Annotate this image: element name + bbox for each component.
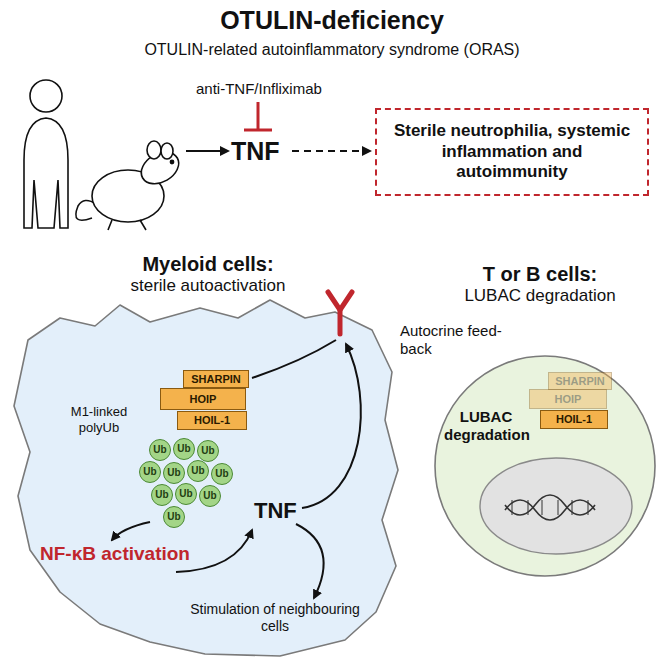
ubiquitin-circle: Ub — [151, 484, 173, 506]
ubiquitin-circle: Ub — [163, 506, 185, 528]
ubiquitin-circle: Ub — [163, 462, 185, 484]
ub-label: Ub — [179, 489, 192, 499]
ubiquitin-circle: Ub — [199, 485, 221, 507]
subunit-label: SHARPIN — [555, 375, 605, 387]
lubac-subunit-box: SHARPIN — [183, 370, 249, 388]
pathway-label: NF-κB activation — [40, 543, 190, 566]
arrow — [112, 522, 150, 540]
heading-bold: T or B cells: — [420, 262, 660, 286]
heading-bold: Myeloid cells: — [8, 252, 408, 276]
dna-helix — [505, 495, 595, 520]
ub-label: Ub — [143, 467, 156, 477]
process-label: LUBAC degradation — [444, 408, 528, 444]
ubiquitin-circle: Ub — [175, 483, 197, 505]
title: OTULIN-deficiency — [0, 6, 664, 35]
ub-label: Ub — [215, 469, 228, 479]
ubiquitin-circle: Ub — [211, 463, 233, 485]
subunit-label: SHARPIN — [191, 373, 241, 385]
ub-label: Ub — [177, 444, 190, 454]
subunit-label: HOIP — [555, 393, 582, 405]
lubac-subunit-box: SHARPIN — [548, 372, 612, 390]
dashed-arrow — [292, 150, 370, 152]
ubiquitin-circle: Ub — [149, 439, 171, 461]
ub-label: Ub — [167, 512, 180, 522]
lubac-subunit-box: HOIP — [529, 389, 607, 409]
nucleus — [480, 458, 632, 554]
ubiquitin-circle: Ub — [187, 460, 209, 482]
human-silhouette — [24, 80, 68, 228]
myeloid-cell: Myeloid cells:sterile autoactivationSHAR… — [8, 246, 408, 662]
outcome-text: Sterile neutrophilia, systemic inflammat… — [387, 121, 637, 182]
chain-label: M1-linked polyUb — [55, 404, 143, 435]
cytokine-label: TNF — [254, 498, 304, 524]
autocrine-arrow — [302, 344, 361, 508]
outcome-box: Sterile neutrophilia, systemic inflammat… — [375, 108, 649, 196]
tnf-receptor — [328, 292, 352, 334]
lubac-subunit-box: HOIL-1 — [540, 410, 608, 429]
ub-label: Ub — [203, 491, 216, 501]
heading-sub: LUBAC degradation — [420, 286, 660, 306]
mouse-drawing — [76, 141, 184, 230]
arrow — [296, 524, 324, 598]
ub-label: Ub — [201, 446, 214, 456]
ubiquitin-circle: Ub — [139, 461, 161, 483]
ub-label: Ub — [153, 445, 166, 455]
ub-label: Ub — [191, 466, 204, 476]
subunit-label: HOIL-1 — [194, 414, 230, 426]
lubac-subunit-box: HOIL-1 — [177, 411, 247, 430]
lubac-subunit-box: HOIP — [160, 388, 246, 410]
ub-label: Ub — [167, 468, 180, 478]
effect-label: Stimulation of neighbouring cells — [190, 601, 360, 635]
ubiquitin-circle: Ub — [197, 440, 219, 462]
subtitle: OTULIN-related autoinflammatory syndrome… — [0, 40, 664, 59]
heading-sub: sterile autoactivation — [8, 276, 408, 296]
subunit-label: HOIL-1 — [556, 413, 592, 425]
cell-heading: T or B cells:LUBAC degradation — [420, 262, 660, 306]
signal-line — [252, 340, 336, 378]
ubiquitin-circle: Ub — [173, 438, 195, 460]
drug-label: anti-TNF/Infliximab — [196, 80, 346, 98]
cell-heading: Myeloid cells:sterile autoactivation — [8, 252, 408, 296]
cytokine-label: TNF — [231, 136, 291, 166]
feedback-label: Autocrine feed-back — [400, 322, 510, 358]
inhibition-bar — [244, 102, 272, 130]
ub-label: Ub — [155, 490, 168, 500]
subunit-label: HOIP — [190, 393, 217, 405]
lymphocyte-cell: T or B cells:LUBAC degradationSHARPINHOI… — [420, 262, 660, 582]
arrow — [186, 150, 228, 152]
